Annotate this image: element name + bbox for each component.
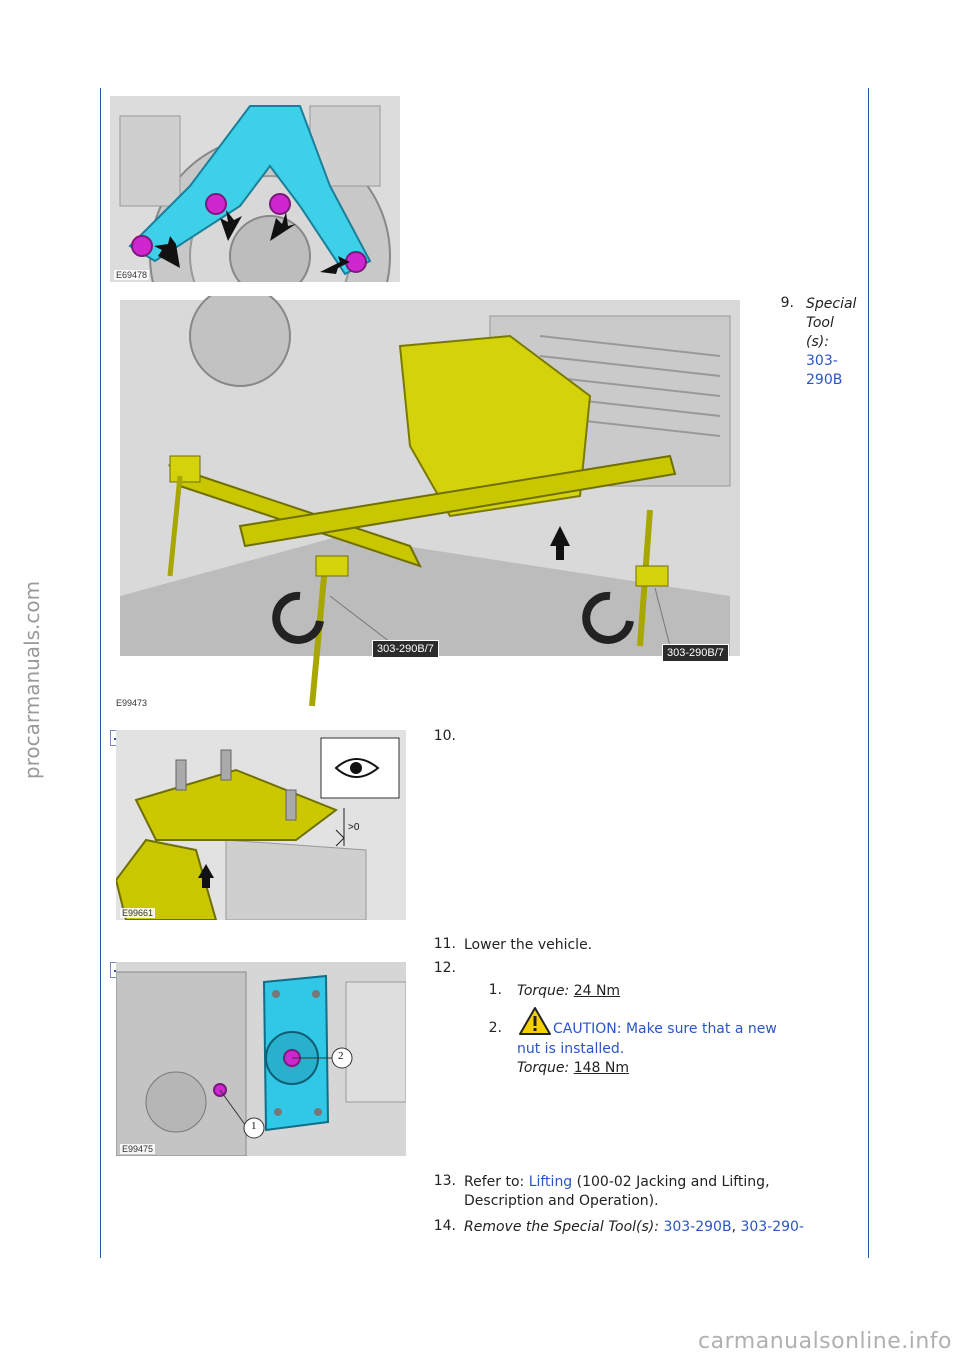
step-13-reference: (100-02 Jacking and Lifting, bbox=[576, 1174, 770, 1190]
transmission-mount-illustration bbox=[116, 962, 406, 1156]
step-14-line1: Remove the Special Tool(s): 303-290B, 30… bbox=[464, 1218, 804, 1237]
caution-warning-icon bbox=[519, 1007, 551, 1035]
step-14-number: 14. bbox=[433, 1218, 456, 1234]
figure-e69478: E69478 bbox=[110, 96, 400, 282]
step-11-number: 11. bbox=[433, 936, 456, 952]
callout-tool-right: 303-290B/7 bbox=[662, 644, 729, 662]
torque-label: Torque: bbox=[517, 1060, 570, 1076]
step-13-line1: Refer to: Lifting (100-02 Jacking and Li… bbox=[464, 1173, 770, 1192]
tool-separator: , bbox=[731, 1219, 737, 1235]
figure-e99661: >0 E99661 bbox=[116, 730, 406, 920]
figure-id-label: E99475 bbox=[120, 1144, 156, 1154]
step-12-sub2-number: 2. bbox=[488, 1020, 502, 1036]
step-10-number: 10. bbox=[433, 728, 456, 744]
left-border-line bbox=[100, 88, 101, 1258]
clearance-label: >0 bbox=[348, 822, 360, 833]
lifting-link[interactable]: Lifting bbox=[528, 1174, 573, 1190]
step-12-number: 12. bbox=[433, 960, 456, 976]
step-9-tool-link-line2[interactable]: 290B bbox=[806, 372, 843, 388]
torque-value: 24 Nm bbox=[573, 983, 621, 999]
step-9-number: 9. bbox=[780, 295, 794, 311]
step-12-caution-line1: CAUTION: Make sure that a new bbox=[553, 1021, 777, 1037]
figure-id-label: E99473 bbox=[114, 698, 150, 708]
torque-label: Torque: bbox=[517, 983, 570, 999]
step-12-sub1-number: 1. bbox=[488, 982, 502, 998]
transmission-bracket-illustration bbox=[110, 96, 400, 282]
step-12-sub1-torque: Torque: 24 Nm bbox=[517, 982, 620, 1001]
step-12-sub2-torque: Torque: 148 Nm bbox=[517, 1059, 629, 1078]
remove-tools-label: Remove the Special Tool(s): bbox=[464, 1219, 659, 1235]
step-9-label-line2: Tool bbox=[806, 315, 834, 331]
torque-value: 148 Nm bbox=[573, 1060, 629, 1076]
side-watermark: procarmanuals.com bbox=[20, 580, 44, 780]
callout-tool-left: 303-290B/7 bbox=[372, 640, 439, 658]
engine-support-tool-illustration bbox=[120, 296, 740, 707]
figure-e99473: 303-290B/7 303-290B/7 E99473 bbox=[110, 296, 742, 710]
engine-mount-clearance-illustration bbox=[116, 730, 406, 920]
figure-id-label: E99661 bbox=[120, 908, 156, 918]
step-12-caution-line2: nut is installed. bbox=[517, 1041, 625, 1057]
step-9-label-line3: (s): bbox=[806, 334, 829, 350]
tool-link-303-290b[interactable]: 303-290B bbox=[663, 1219, 732, 1235]
bottom-watermark: carmanualsonline.info bbox=[698, 1329, 952, 1354]
tool-link-303-290[interactable]: 303-290- bbox=[740, 1219, 805, 1235]
right-border-line bbox=[868, 88, 869, 1258]
callout-number-2: 2 bbox=[338, 1050, 344, 1062]
step-11-text: Lower the vehicle. bbox=[464, 937, 593, 953]
figure-e99475: 2 1 E99475 bbox=[116, 962, 406, 1156]
step-9-label-line1: Special bbox=[806, 296, 857, 312]
step-13-number: 13. bbox=[433, 1173, 456, 1189]
callout-number-1: 1 bbox=[251, 1120, 257, 1132]
figure-id-label: E69478 bbox=[114, 270, 150, 280]
refer-to-label: Refer to: bbox=[464, 1174, 525, 1190]
step-13-line2: Description and Operation). bbox=[464, 1193, 659, 1209]
step-9-tool-link-line1[interactable]: 303- bbox=[806, 353, 838, 369]
